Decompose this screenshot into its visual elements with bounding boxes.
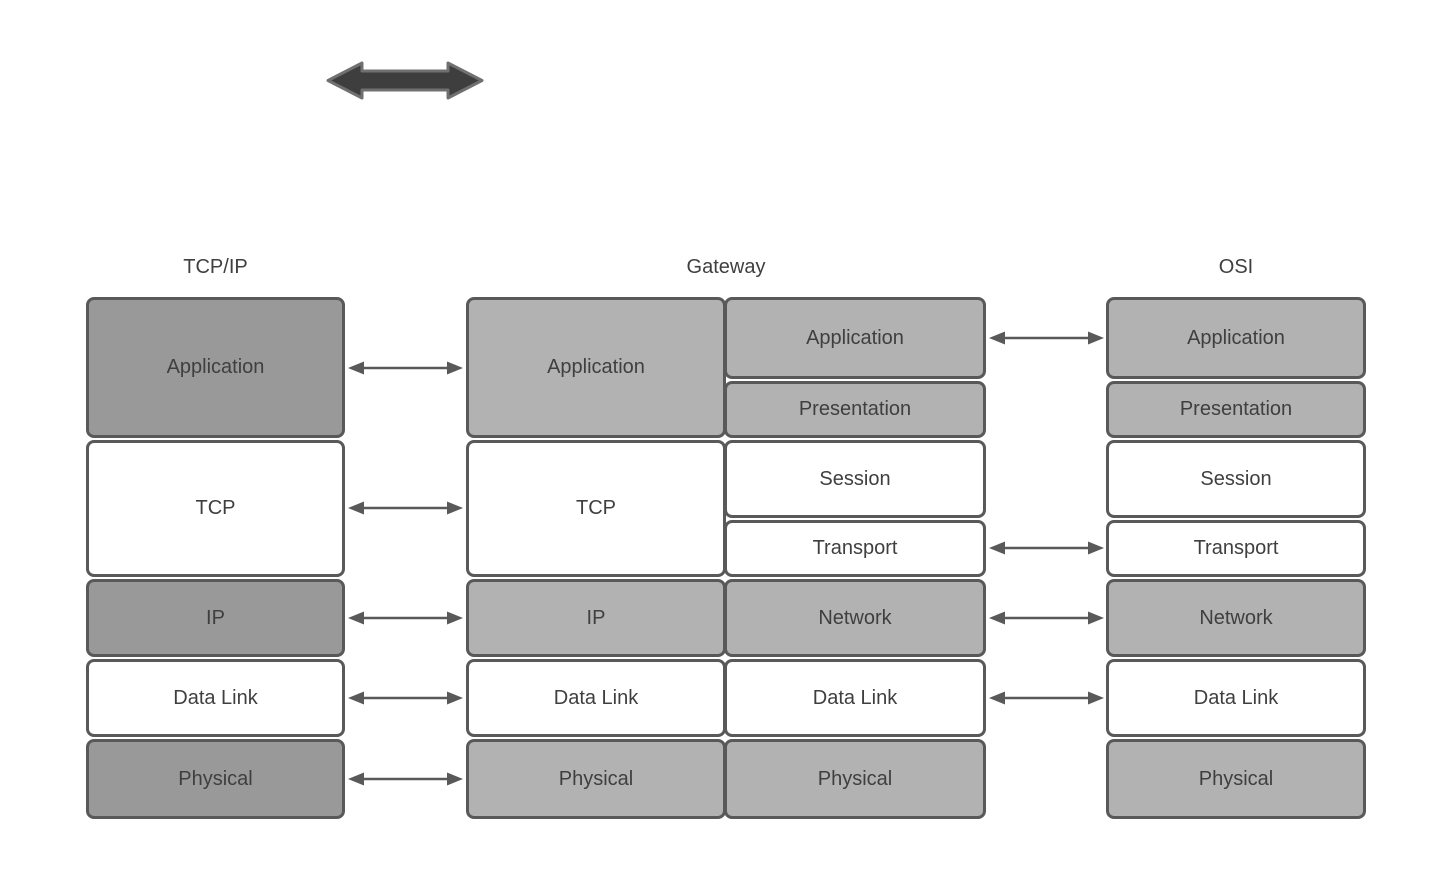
gateway-left-layer-tcp: TCP	[466, 440, 726, 577]
arrow-tcpip-gateway-application	[348, 361, 463, 375]
osi-layer-physical: Physical	[1106, 739, 1366, 819]
arrow-tcpip-gateway-data-link	[348, 691, 463, 705]
gateway-right-layer-transport: Transport	[724, 520, 986, 577]
tcpip-layer-ip: IP	[86, 579, 345, 657]
gateway-right-layer-presentation: Presentation	[724, 381, 986, 438]
osi-layer-session: Session	[1106, 440, 1366, 518]
arrow-tcpip-gateway-ip	[348, 611, 463, 625]
gateway-right-layer-network: Network	[724, 579, 986, 657]
tcpip-layer-data-link: Data Link	[86, 659, 345, 737]
osi-layer-application: Application	[1106, 297, 1366, 379]
gateway-right-layer-session: Session	[724, 440, 986, 518]
osi-layer-presentation: Presentation	[1106, 381, 1366, 438]
osi-layer-transport: Transport	[1106, 520, 1366, 577]
gateway-right-layer-physical: Physical	[724, 739, 986, 819]
arrow-gateway-osi-transport	[989, 541, 1104, 555]
tcpip-layer-application: Application	[86, 297, 345, 438]
arrow-tcpip-gateway-tcp	[348, 501, 463, 515]
tcpip-layer-tcp: TCP	[86, 440, 345, 577]
osi-layer-network: Network	[1106, 579, 1366, 657]
arrow-tcpip-gateway-physical	[348, 772, 463, 786]
gateway-left-layer-ip: IP	[466, 579, 726, 657]
gateway-left-layer-application: Application	[466, 297, 726, 438]
osi-layer-data-link: Data Link	[1106, 659, 1366, 737]
arrow-gateway-osi-data-link	[989, 691, 1104, 705]
gateway-left-layer-data-link: Data Link	[466, 659, 726, 737]
gateway-right-layer-data-link: Data Link	[724, 659, 986, 737]
tcpip-layer-physical: Physical	[86, 739, 345, 819]
osi-column-title: OSI	[1218, 255, 1254, 278]
gateway-column-title: Gateway	[686, 255, 766, 278]
arrow-gateway-osi-application	[989, 331, 1104, 345]
tcpip-column-title: TCP/IP	[183, 255, 248, 278]
gateway-right-layer-application: Application	[724, 297, 986, 379]
gateway-left-layer-physical: Physical	[466, 739, 726, 819]
arrow-gateway-osi-network	[989, 611, 1104, 625]
left-right-arrow-icon	[326, 61, 484, 100]
